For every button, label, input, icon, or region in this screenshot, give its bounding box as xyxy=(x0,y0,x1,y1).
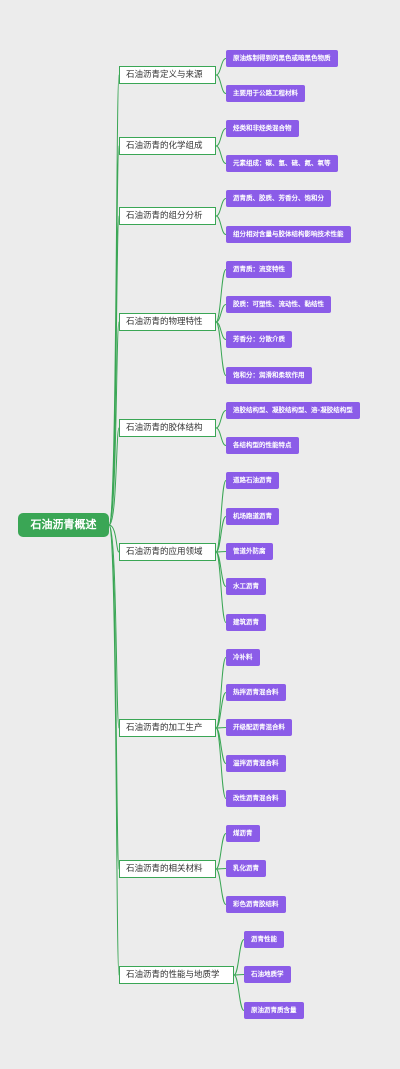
leaf-node[interactable]: 主要用于公路工程材料 xyxy=(226,85,305,102)
leaf-node[interactable]: 改性沥青混合料 xyxy=(226,790,286,807)
branch-leaf-connector xyxy=(215,427,227,446)
branch-leaf-connector xyxy=(215,215,227,235)
leaf-node[interactable]: 彩色沥青胶结料 xyxy=(226,896,286,913)
branch-leaf-connector xyxy=(233,974,245,1011)
leaf-node[interactable]: 原油炼制得到的黑色或暗黑色物质 xyxy=(226,50,338,67)
leaf-node[interactable]: 冷补料 xyxy=(226,649,260,666)
leaf-node[interactable]: 道路石油沥青 xyxy=(226,472,279,489)
root-branch-connector xyxy=(108,524,120,976)
leaf-node[interactable]: 组分相对含量与胶体结构影响技术性能 xyxy=(226,226,351,243)
branch-leaf-connector xyxy=(215,868,227,870)
root-branch-connector xyxy=(108,321,120,526)
leaf-node[interactable]: 溶胶结构型、凝胶结构型、溶-凝胶结构型 xyxy=(226,402,360,419)
branch-leaf-connector xyxy=(215,657,227,729)
branch-node[interactable]: 石油沥青的应用领域 xyxy=(119,543,216,561)
branch-leaf-connector xyxy=(215,692,227,729)
branch-leaf-connector xyxy=(233,939,245,976)
branch-leaf-connector xyxy=(215,551,227,553)
branch-leaf-connector xyxy=(215,304,227,323)
leaf-node[interactable]: 芳香分：分散介质 xyxy=(226,331,292,348)
leaf-node[interactable]: 沥青质：流变特性 xyxy=(226,261,292,278)
leaf-node[interactable]: 沥青质、胶质、芳香分、饱和分 xyxy=(226,190,331,207)
leaf-node[interactable]: 胶质：可塑性、流动性、黏结性 xyxy=(226,296,331,313)
leaf-node[interactable]: 水工沥青 xyxy=(226,578,266,595)
branch-node[interactable]: 石油沥青的组分分析 xyxy=(119,207,216,225)
leaf-node[interactable]: 温拌沥青混合料 xyxy=(226,755,286,772)
leaf-node[interactable]: 饱和分：润滑和柔软作用 xyxy=(226,367,312,384)
leaf-node[interactable]: 石油地质学 xyxy=(244,966,291,983)
branch-node[interactable]: 石油沥青的胶体结构 xyxy=(119,419,216,437)
leaf-node[interactable]: 各结构型的性能特点 xyxy=(226,437,299,454)
branch-leaf-connector xyxy=(215,269,227,323)
leaf-node[interactable]: 乳化沥青 xyxy=(226,860,266,877)
leaf-node[interactable]: 沥青性能 xyxy=(244,931,284,948)
branch-node[interactable]: 石油沥青的加工生产 xyxy=(119,719,216,737)
leaf-node[interactable]: 机场跑道沥青 xyxy=(226,508,279,525)
root-branch-connector xyxy=(108,524,120,553)
branch-leaf-connector xyxy=(215,516,227,553)
branch-leaf-connector xyxy=(215,727,227,799)
root-node[interactable]: 石油沥青概述 xyxy=(18,513,109,537)
branch-node[interactable]: 石油沥青定义与来源 xyxy=(119,66,216,84)
leaf-node[interactable]: 烃类和非烃类混合物 xyxy=(226,120,299,137)
branch-leaf-connector xyxy=(215,128,227,147)
root-branch-connector xyxy=(108,427,120,526)
root-branch-connector xyxy=(108,524,120,729)
leaf-node[interactable]: 开级配沥青混合料 xyxy=(226,719,292,736)
branch-leaf-connector xyxy=(215,480,227,553)
branch-leaf-connector xyxy=(215,727,227,729)
leaf-node[interactable]: 元素组成：碳、氢、硫、氮、氧等 xyxy=(226,155,338,172)
root-branch-connector xyxy=(108,215,120,526)
branch-leaf-connector xyxy=(215,868,227,905)
leaf-node[interactable]: 建筑沥青 xyxy=(226,614,266,631)
branch-leaf-connector xyxy=(215,145,227,164)
branch-leaf-connector xyxy=(215,58,227,76)
branch-leaf-connector xyxy=(215,321,227,376)
leaf-node[interactable]: 热拌沥青混合料 xyxy=(226,684,286,701)
branch-node[interactable]: 石油沥青的物理特性 xyxy=(119,313,216,331)
leaf-node[interactable]: 管道外防腐 xyxy=(226,543,273,560)
branch-node[interactable]: 石油沥青的相关材料 xyxy=(119,860,216,878)
branch-leaf-connector xyxy=(215,74,227,94)
branch-leaf-connector xyxy=(215,833,227,870)
branch-leaf-connector xyxy=(233,974,245,976)
leaf-node[interactable]: 煤沥青 xyxy=(226,825,260,842)
branch-leaf-connector xyxy=(215,198,227,217)
branch-node[interactable]: 石油沥青的性能与地质学 xyxy=(119,966,234,984)
branch-leaf-connector xyxy=(215,551,227,623)
branch-node[interactable]: 石油沥青的化学组成 xyxy=(119,137,216,155)
leaf-node[interactable]: 原油沥青质含量 xyxy=(244,1002,304,1019)
branch-leaf-connector xyxy=(215,410,227,429)
